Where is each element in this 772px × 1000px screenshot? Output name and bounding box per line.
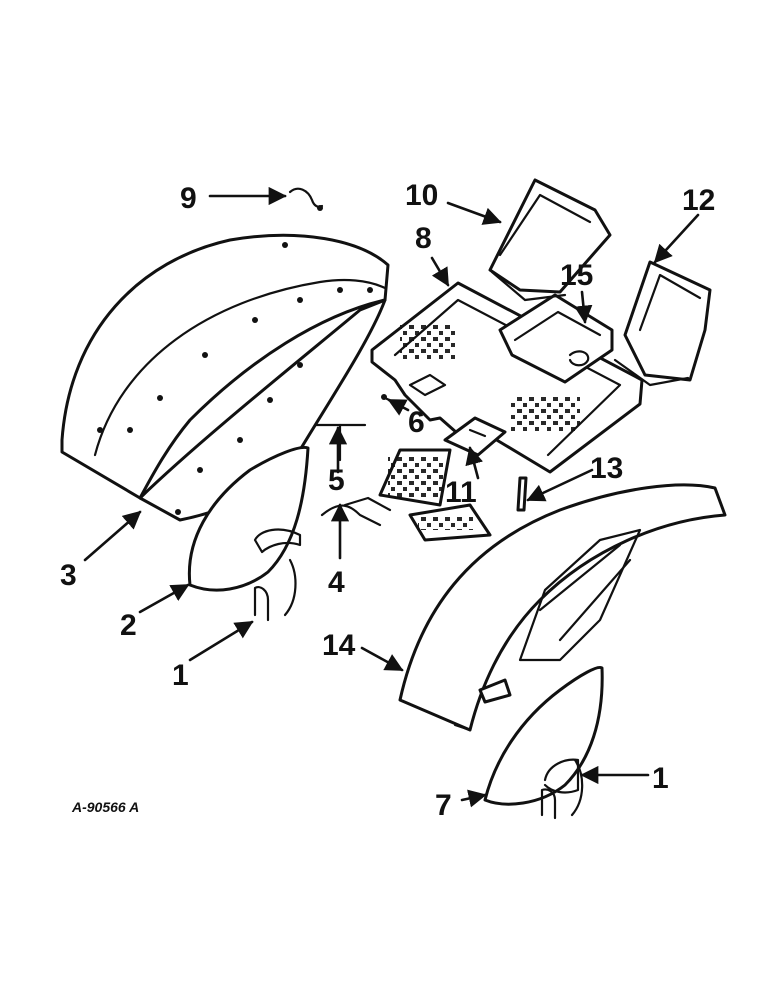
- callout-5: 5: [328, 464, 345, 497]
- pin: [516, 476, 528, 512]
- t-handle: [313, 423, 367, 462]
- callout-1-lower: 1: [652, 762, 669, 795]
- callout-13: 13: [590, 452, 623, 485]
- callout-2: 2: [120, 609, 137, 642]
- callout-3: 3: [60, 559, 77, 592]
- right-fender: [398, 483, 727, 732]
- callout-12: 12: [682, 184, 715, 217]
- callout-labels: 9 10 12 8 15 6 5 11 13 4 3 2 1 14 7 1: [60, 179, 715, 822]
- leader-lines: [83, 186, 700, 808]
- callout-6: 6: [408, 406, 425, 439]
- callout-7: 7: [435, 789, 452, 822]
- callout-9: 9: [180, 182, 197, 215]
- operator-platform: [370, 281, 644, 474]
- callout-11: 11: [445, 476, 477, 509]
- callout-8: 8: [415, 222, 432, 255]
- pedal-assembly: [320, 448, 492, 542]
- left-step-cover: [488, 178, 612, 302]
- right-step-cover: [613, 260, 712, 387]
- left-fender-skirt: [187, 445, 310, 592]
- right-skirt-brace: [540, 758, 584, 820]
- callout-10: 10: [405, 179, 438, 212]
- fender-clip: [288, 187, 324, 211]
- callout-1-upper: 1: [172, 659, 189, 692]
- left-skirt-brace: [253, 558, 297, 622]
- callout-15: 15: [560, 259, 593, 292]
- callout-14: 14: [322, 629, 356, 662]
- right-fender-skirt: [483, 665, 604, 806]
- drawing-reference: A-90566 A: [71, 799, 139, 815]
- callout-4: 4: [328, 566, 345, 599]
